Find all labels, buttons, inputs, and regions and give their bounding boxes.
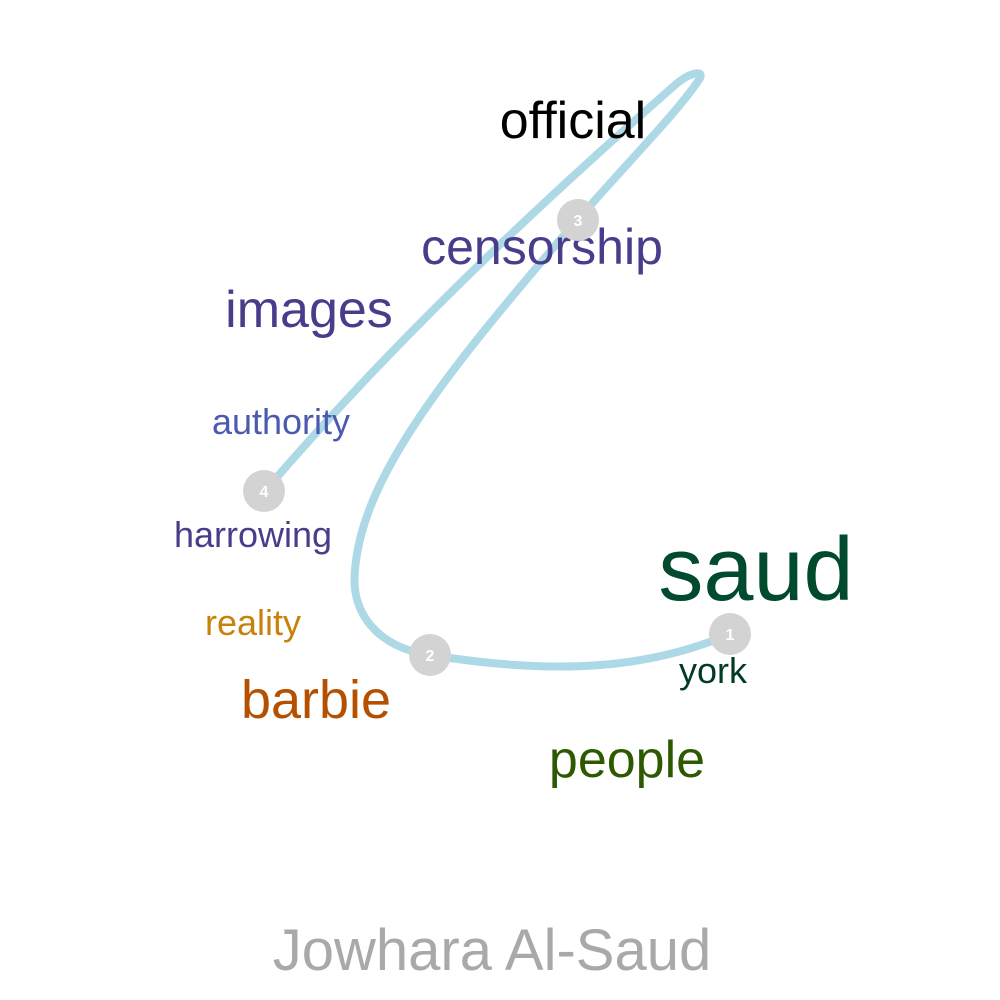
word-official: official <box>500 92 646 150</box>
word-images: images <box>225 281 393 339</box>
word-reality: reality <box>205 602 301 643</box>
word-york: york <box>679 650 748 691</box>
node-3: 3 <box>557 199 599 241</box>
node-4-circle <box>243 470 285 512</box>
footer-title: Jowhara Al-Saud <box>273 918 711 983</box>
node-3-label: 3 <box>574 213 583 230</box>
node-2-circle <box>409 634 451 676</box>
node-3-circle <box>557 199 599 241</box>
node-4: 4 <box>243 470 285 512</box>
node-1-label: 1 <box>726 627 735 644</box>
node-1: 1 <box>709 613 751 655</box>
word-harrowing: harrowing <box>174 514 332 555</box>
node-4-label: 4 <box>260 484 269 501</box>
node-1-circle <box>709 613 751 655</box>
word-saud: saud <box>658 520 853 620</box>
word-censorship: censorship <box>421 219 663 275</box>
word-barbie: barbie <box>241 670 391 730</box>
word-authority: authority <box>212 401 350 442</box>
node-2-label: 2 <box>426 648 435 665</box>
node-2: 2 <box>409 634 451 676</box>
word-people: people <box>549 731 705 789</box>
